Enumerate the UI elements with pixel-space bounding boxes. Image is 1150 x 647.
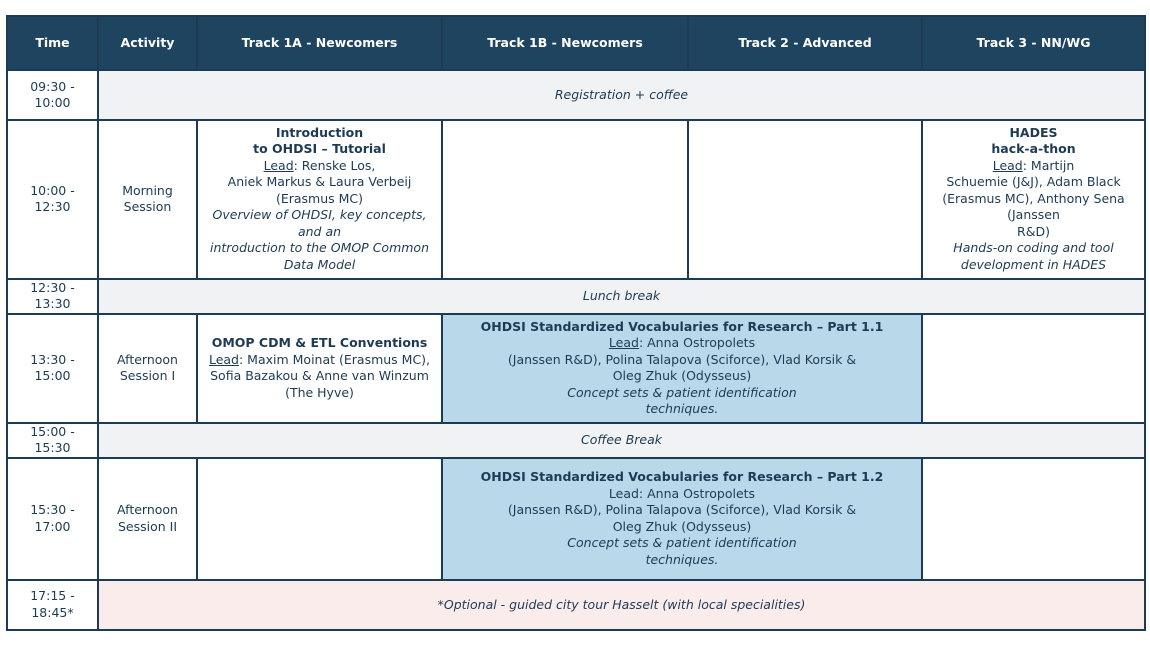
hades-cell: HADES hack-a-thon Lead: Martijn Schuemie… <box>921 118 1146 280</box>
header-time: Time <box>6 14 99 72</box>
lead-text: Oleg Zhuk (Odysseus) <box>612 368 752 384</box>
lead-text: : Martijn <box>1022 157 1075 173</box>
lead-text: Lead: Anna Ostropolets <box>608 485 756 501</box>
registration-cell: Registration + coffee <box>97 69 1146 121</box>
lead-text: (Janssen R&D), Polina Talapova (Sciforce… <box>507 351 857 367</box>
session-title: to OHDSI – Tutorial <box>253 141 386 157</box>
coffee-row: 15:00 - 15:30 Coffee Break <box>6 421 1146 459</box>
session-description: Concept sets & patient identification <box>567 384 797 400</box>
lead-label: Lead <box>208 351 239 367</box>
empty-cell <box>441 118 689 280</box>
session-description: introduction to the OMOP Common Data Mod… <box>209 240 429 272</box>
lead-text: : Maxim Moinat (Erasmus MC), Sofia Bazak… <box>210 351 431 400</box>
lead-line: Lead: Martijn <box>926 158 1141 175</box>
lead-text: Oleg Zhuk (Odysseus) <box>612 518 752 534</box>
intro-tutorial-cell: Introduction to OHDSI – Tutorial Lead: R… <box>196 118 443 280</box>
empty-cell <box>196 456 443 581</box>
lead-label: Lead <box>992 157 1023 173</box>
lunch-cell: Lunch break <box>97 277 1146 315</box>
optional-tour-cell: *Optional - guided city tour Hasselt (wi… <box>97 578 1146 632</box>
session-description: Hands-on coding and tool development in … <box>953 240 1114 272</box>
activity-cell: Afternoon Session II <box>97 456 198 581</box>
time-cell: 13:30 - 15:00 <box>6 312 99 424</box>
session-title: Introduction <box>275 124 364 140</box>
time-cell: 09:30 - 10:00 <box>6 69 99 121</box>
activity-cell: Morning Session <box>97 118 198 280</box>
afternoon-2-row: 15:30 - 17:00 Afternoon Session II OHDSI… <box>6 456 1146 581</box>
morning-row: 10:00 - 12:30 Morning Session Introducti… <box>6 118 1146 280</box>
session-title: OHDSI Standardized Vocabularies for Rese… <box>480 469 884 485</box>
header-track-2: Track 2 - Advanced <box>687 14 923 72</box>
schedule-table: Time Activity Track 1A - Newcomers Track… <box>6 14 1146 632</box>
lead-text: (Janssen R&D), Polina Talapova (Sciforce… <box>507 502 857 518</box>
time-cell: 15:30 - 17:00 <box>6 456 99 581</box>
lead-text: : Renske Los, <box>293 157 376 173</box>
omop-cdm-cell: OMOP CDM & ETL Conventions Lead: Maxim M… <box>196 312 443 424</box>
session-description: Concept sets & patient identification <box>567 535 797 551</box>
lead-text: Aniek Markus & Laura Verbeij (Erasmus MC… <box>227 174 412 206</box>
session-title: OMOP CDM & ETL Conventions <box>211 335 428 351</box>
lead-label: Lead <box>608 335 639 351</box>
time-cell: 10:00 - 12:30 <box>6 118 99 280</box>
empty-cell <box>921 456 1146 581</box>
lunch-row: 12:30 - 13:30 Lunch break <box>6 277 1146 315</box>
session-description: techniques. <box>645 551 719 567</box>
time-cell: 12:30 - 13:30 <box>6 277 99 315</box>
lead-label: Lead <box>263 157 294 173</box>
lead-line: Lead: Anna Ostropolets <box>446 335 918 352</box>
session-title: HADES <box>1009 124 1058 140</box>
lead-text: : Anna Ostropolets <box>638 335 756 351</box>
session-title: hack-a-thon <box>991 141 1076 157</box>
empty-cell <box>687 118 923 280</box>
session-title: OHDSI Standardized Vocabularies for Rese… <box>480 318 884 334</box>
lead-text: R&D) <box>1017 223 1050 239</box>
activity-cell: Afternoon Session I <box>97 312 198 424</box>
lead-line: Lead: Maxim Moinat (Erasmus MC), Sofia B… <box>201 352 438 402</box>
vocabularies-part-1-1-cell: OHDSI Standardized Vocabularies for Rese… <box>441 312 923 424</box>
empty-cell <box>921 312 1146 424</box>
header-activity: Activity <box>97 14 198 72</box>
registration-row: 09:30 - 10:00 Registration + coffee <box>6 69 1146 121</box>
session-description: Overview of OHDSI, key concepts, and an <box>212 207 427 239</box>
lead-line: Lead: Renske Los, <box>201 158 438 175</box>
session-description: techniques. <box>645 401 719 417</box>
coffee-cell: Coffee Break <box>97 421 1146 459</box>
time-cell: 15:00 - 15:30 <box>6 421 99 459</box>
lead-text: Schuemie (J&J), Adam Black (Erasmus MC),… <box>942 174 1125 223</box>
header-row: Time Activity Track 1A - Newcomers Track… <box>6 14 1146 72</box>
optional-row: 17:15 - 18:45* *Optional - guided city t… <box>6 578 1146 632</box>
header-track-3: Track 3 - NN/WG <box>921 14 1146 72</box>
header-track-1b: Track 1B - Newcomers <box>441 14 689 72</box>
time-cell: 17:15 - 18:45* <box>6 578 99 632</box>
afternoon-1-row: 13:30 - 15:00 Afternoon Session I OMOP C… <box>6 312 1146 424</box>
vocabularies-part-1-2-cell: OHDSI Standardized Vocabularies for Rese… <box>441 456 923 581</box>
header-track-1a: Track 1A - Newcomers <box>196 14 443 72</box>
